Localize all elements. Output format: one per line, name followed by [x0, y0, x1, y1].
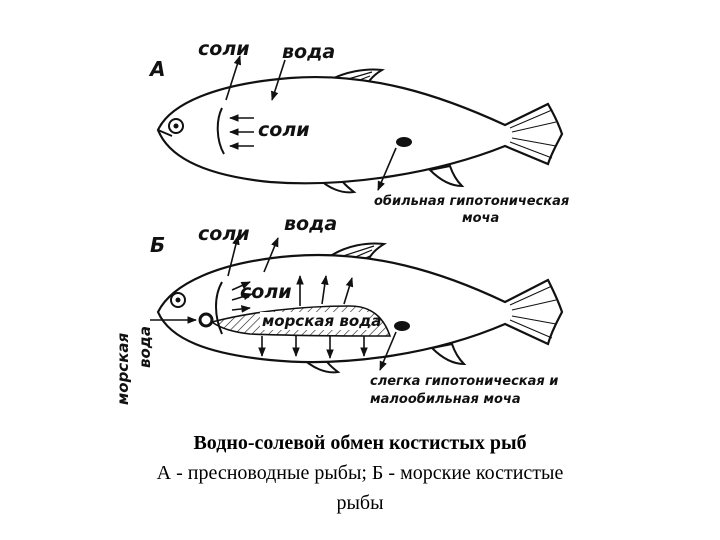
panel-a-urine-arrow: [377, 147, 397, 191]
panel-b-gut-label-bg: [260, 312, 370, 330]
panel-b-salts-out-label: соли: [198, 223, 250, 245]
panel-b-gill-cover: [215, 281, 223, 335]
figure-caption: Водно-солевой обмен костистых рыб А - пр…: [0, 428, 720, 518]
panel-a-urine-label-line1: обильная гипотоническая: [374, 194, 569, 209]
panel-a-anal-fin: [427, 164, 465, 188]
panel-b-gill-salts-label: соли: [240, 281, 292, 303]
panel-a-water-in-arrow: [271, 59, 286, 101]
panel-b-gill-salts-arrow-3: [231, 305, 251, 313]
panel-b-mouth: [198, 312, 214, 328]
panel-a-fish-body: [156, 75, 564, 185]
panel-b-drink-label-line1: морская: [114, 333, 132, 405]
caption-subtitle-line1: А - пресноводные рыбы; Б - морские кости…: [156, 462, 564, 484]
panel-a-salts-in-label: соли: [258, 119, 310, 141]
panel-a-salts-out-arrow: [225, 55, 242, 101]
panel-b-urine-label-line2: малообильная моча: [370, 392, 521, 407]
caption-title: Водно-солевой обмен костистых рыб: [193, 432, 527, 454]
panel-b-marine-fish: Б: [114, 213, 564, 407]
panel-a-urinary-spot: [396, 137, 412, 147]
panel-a-urine-label-line2: моча: [462, 211, 499, 226]
fish-osmoregulation-diagram: А соли вода соли обильная гипотоническая: [114, 38, 569, 407]
panel-b-urinary-spot: [394, 321, 410, 331]
panel-a-salts-out-label: соли: [198, 38, 250, 60]
panel-b-letter: Б: [150, 233, 165, 257]
caption-subtitle-line2: рыбы: [336, 492, 384, 514]
panel-a-water-in-label: вода: [282, 41, 335, 63]
panel-b-urine-arrow: [379, 331, 397, 371]
panel-b-drink-label-line2: вода: [136, 326, 154, 368]
panel-a-letter: А: [148, 57, 165, 81]
panel-b-water-out-label: вода: [284, 213, 337, 235]
panel-b-gill-salts-arrow-1: [231, 281, 251, 291]
panel-b-urine-label-line1: слегка гипотоническая и: [370, 374, 558, 389]
panel-b-salts-out-arrow: [227, 235, 240, 277]
panel-b-water-up-arrow-3: [343, 277, 354, 305]
panel-a-gill-cover: [216, 107, 225, 155]
panel-b-water-up-arrow-2: [320, 275, 329, 305]
panel-b-gut-seawater-label: морская вода: [262, 312, 381, 330]
panel-a-freshwater-fish: А соли вода соли обильная гипотоническая: [148, 38, 569, 226]
panel-b-gill-salts-arrow-2: [231, 292, 253, 301]
panel-b-anal-fin: [429, 342, 467, 366]
panel-b-water-out-arrow: [263, 237, 279, 273]
